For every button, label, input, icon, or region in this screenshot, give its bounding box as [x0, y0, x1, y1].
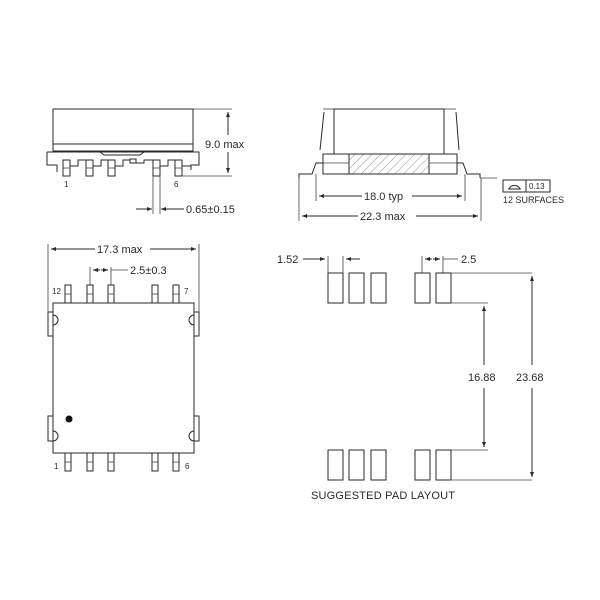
pin-7-label: 7 — [184, 287, 189, 296]
pin-1-label: 1 — [54, 462, 59, 471]
pad-width-dimension: 1.52 — [277, 254, 298, 266]
bottom-left-notch — [47, 415, 59, 442]
top-right-notch — [188, 311, 200, 337]
pin-6-label: 6 — [185, 462, 190, 471]
inner-row-span-dimension: 16.88 — [468, 372, 496, 384]
front-pin-6-label: 6 — [174, 180, 179, 189]
side-core-hatched — [348, 153, 430, 175]
front-pins — [62, 158, 191, 177]
front-underside-recess — [99, 151, 145, 156]
pin1-marker-dot — [65, 415, 73, 423]
top-body — [52, 302, 195, 454]
coplanarity-symbol-box — [502, 179, 527, 193]
coplanarity-note: 12 SURFACES — [503, 195, 564, 205]
front-pin-1-label: 1 — [64, 180, 69, 189]
pad-layout-caption: SUGGESTED PAD LAYOUT — [311, 490, 455, 502]
pitch-dimension: 2.5±0.3 — [130, 265, 167, 277]
front-body-band — [52, 143, 194, 152]
pin-width-dimension: 0.65±0.15 — [186, 204, 235, 216]
width-dimension: 17.3 max — [97, 244, 143, 256]
front-base-outline — [46, 151, 200, 172]
side-leads — [298, 162, 481, 178]
outer-row-span-dimension: 23.68 — [516, 372, 544, 384]
side-clips — [319, 111, 460, 151]
side-view: 0.13 12 SURFACES 18.0 typ 22.3 max — [298, 108, 564, 223]
inner-span-dimension: 18.0 typ — [364, 191, 403, 203]
front-body-top — [52, 108, 194, 145]
side-body — [333, 108, 445, 155]
pad-pitch-dimension: 2.5 — [461, 254, 476, 266]
profile-of-surface-icon — [508, 184, 521, 190]
coplanarity-value: 0.13 — [529, 182, 545, 191]
pad-layout: 1.52 2.5 16.88 23.68 SUGGESTED PAD LAYOU… — [277, 254, 544, 502]
bottom-row-pins — [64, 452, 180, 472]
top-left-notch — [47, 311, 59, 337]
bottom-pad-row — [327, 449, 452, 481]
bottom-right-notch — [188, 415, 200, 442]
top-row-pins — [64, 284, 180, 304]
top-pad-row — [327, 272, 452, 304]
front-view: 1 6 9.0 max 0.65±0.15 — [46, 108, 245, 216]
pin-12-label: 12 — [52, 287, 61, 296]
outer-span-dimension: 22.3 max — [360, 211, 406, 223]
height-dimension: 9.0 max — [205, 139, 245, 151]
top-view: 12 7 1 6 17.3 max 2.5±0.3 — [47, 244, 200, 472]
